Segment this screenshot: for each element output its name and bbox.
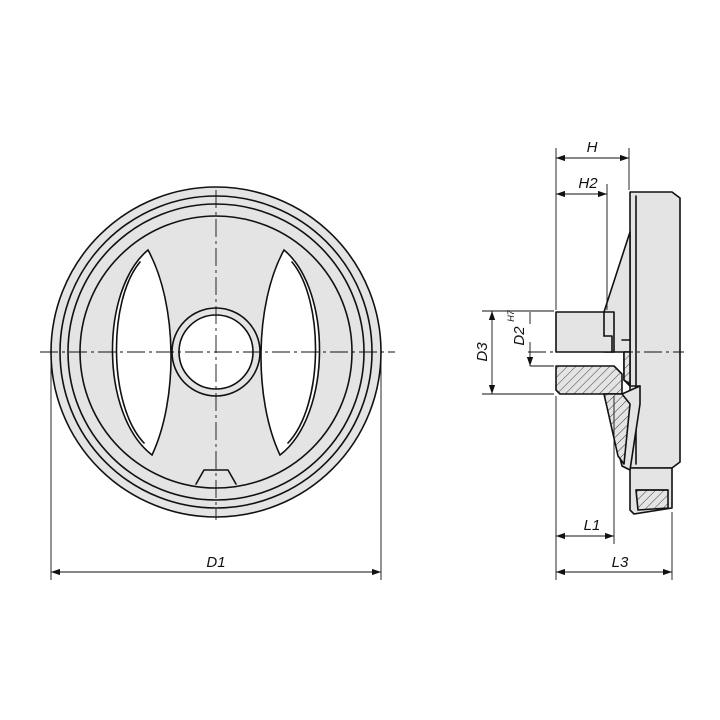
label-d3: D3 (474, 342, 491, 362)
spokes (79, 215, 353, 489)
label-d2-tolerance: H7 (506, 309, 516, 321)
side-rim (629, 191, 681, 469)
label-d1: D1 (206, 554, 225, 571)
dimension-h: H (555, 139, 630, 310)
hub-section (555, 365, 623, 395)
left-spoke-opening (111, 248, 172, 457)
label-l3: L3 (612, 554, 629, 571)
dimension-h2: H2 (556, 175, 608, 310)
label-d2: D2 (511, 326, 528, 346)
right-spoke-opening (260, 248, 321, 457)
dimension-d3: D3 (474, 310, 554, 395)
rim-notch (195, 469, 237, 485)
rim-lip-section (635, 489, 669, 511)
label-h2: H2 (578, 175, 598, 192)
dimension-d2: D2 H7 (506, 309, 554, 367)
side-view: H H2 D3 D2 H7 L1 (474, 139, 684, 580)
front-view: D1 (40, 186, 395, 580)
side-hub (555, 311, 615, 353)
dimension-l3: L3 (556, 512, 673, 580)
dimension-d1: D1 (50, 360, 382, 580)
label-l1: L1 (584, 517, 601, 534)
dimension-l1: L1 (555, 396, 615, 580)
label-h: H (587, 139, 598, 156)
